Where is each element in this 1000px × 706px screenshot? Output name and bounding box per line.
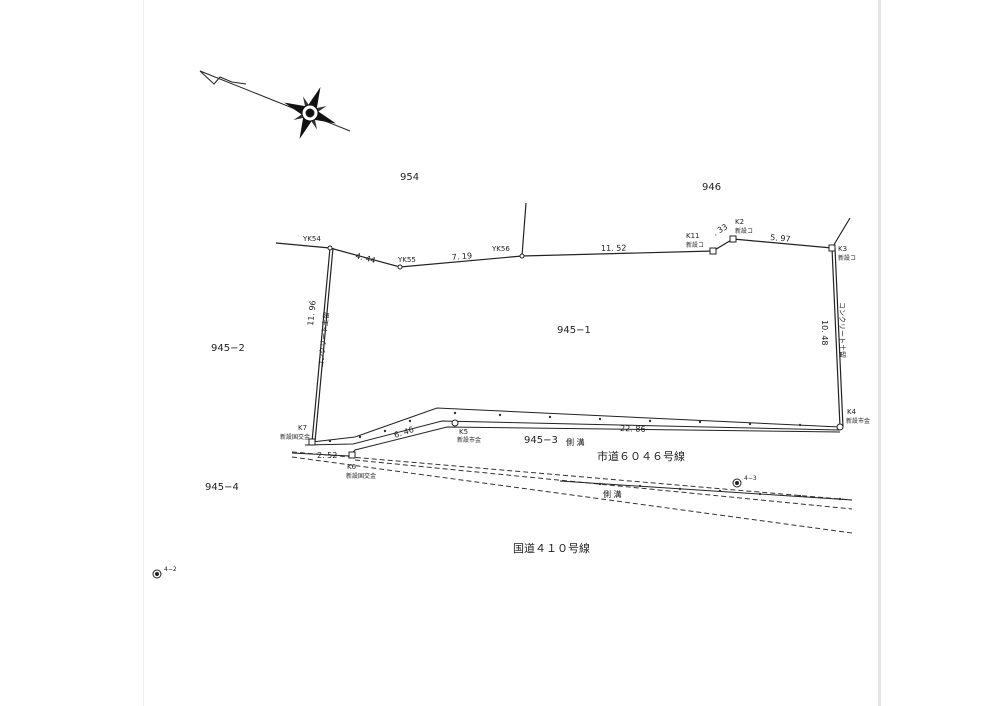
north-arrow-icon bbox=[199, 70, 351, 139]
sheet-edge-right bbox=[878, 0, 881, 706]
parcel-946-label: 946 bbox=[702, 182, 721, 193]
point-k4-label: K4 bbox=[847, 408, 857, 416]
marker-4-2-label: 4−2 bbox=[164, 566, 177, 573]
point-yk54-marker bbox=[327, 245, 333, 251]
distance-k2-k3: 5. 97 bbox=[770, 233, 791, 244]
point-yk55-marker bbox=[397, 264, 403, 270]
parcel-954-label: 954 bbox=[400, 172, 419, 183]
point-k2-note: 新設コ bbox=[735, 227, 753, 235]
point-k5-marker bbox=[451, 419, 459, 427]
point-k6-label: K6 bbox=[347, 463, 357, 471]
point-k11-label: K11 bbox=[686, 232, 700, 240]
point-yk56-marker bbox=[519, 253, 525, 259]
wall-left-label: コンクリート土留 bbox=[316, 312, 331, 369]
survey-points bbox=[308, 235, 844, 459]
national-road-label: 国道４１０号線 bbox=[513, 541, 590, 555]
parcel-boundary bbox=[275, 202, 851, 443]
point-yk55-label: YK55 bbox=[397, 256, 416, 264]
distance-yk55-yk56: 7. 19 bbox=[451, 251, 472, 262]
point-k4-note: 新設市金 bbox=[846, 417, 870, 425]
distance-yk54-yk55: 4. 44 bbox=[354, 251, 376, 265]
city-road-label: 市道６０４６号線 bbox=[597, 449, 685, 463]
parcel-945-1-label: 945−1 bbox=[557, 325, 591, 336]
road-lines bbox=[291, 451, 853, 534]
ditch-label-lower: 側 溝 bbox=[603, 489, 622, 499]
point-k5-label: K5 bbox=[459, 428, 468, 436]
point-k7-note: 新設国交金 bbox=[280, 433, 310, 441]
point-k6-note: 新設国交金 bbox=[346, 472, 376, 480]
point-k3-marker bbox=[828, 244, 836, 252]
point-k5-note: 新設市金 bbox=[457, 436, 481, 444]
point-k2-label: K2 bbox=[735, 218, 744, 226]
parcel-945-2-label: 945−2 bbox=[211, 343, 245, 354]
parcel-945-4-label: 945−4 bbox=[205, 482, 239, 493]
point-k3-note: 新設コ bbox=[838, 254, 856, 262]
parcel-945-3-label: 945−3 bbox=[524, 435, 558, 446]
point-k7-marker bbox=[308, 438, 316, 446]
monument-markers bbox=[152, 478, 742, 579]
point-k11-marker bbox=[709, 247, 717, 255]
point-yk54-label: YK54 bbox=[302, 235, 321, 243]
distance-yk56-k11: 11. 52 bbox=[601, 244, 627, 253]
roadside-ditch bbox=[559, 480, 853, 501]
distance-k6-k7: 2. 52 bbox=[317, 451, 337, 460]
ditch-label-upper: 側 溝 bbox=[566, 437, 585, 447]
wall-right-label: コンクリート土留 bbox=[838, 302, 847, 358]
marker-4-3-label: 4−3 bbox=[744, 475, 757, 482]
point-k4-marker bbox=[836, 423, 844, 431]
point-k2-marker bbox=[729, 235, 737, 243]
sheet-edge-left bbox=[143, 0, 144, 706]
ditch-hatch-lower bbox=[598, 482, 842, 501]
distance-k11-k2: . 33 bbox=[712, 222, 730, 237]
point-k6-marker bbox=[348, 451, 356, 459]
distance-k4-k5: 22. 86 bbox=[620, 424, 646, 434]
point-k3-label: K3 bbox=[838, 245, 847, 253]
point-k7-label: K7 bbox=[298, 424, 307, 432]
frontage-strip bbox=[291, 407, 841, 457]
distance-k7-yk54: 11. 96 bbox=[306, 300, 318, 326]
ditch-hatch bbox=[328, 411, 802, 443]
distance-k3-k4: 10. 48 bbox=[820, 320, 829, 345]
point-k11-note: 新設コ bbox=[686, 241, 704, 249]
point-yk56-label: YK56 bbox=[491, 245, 510, 253]
